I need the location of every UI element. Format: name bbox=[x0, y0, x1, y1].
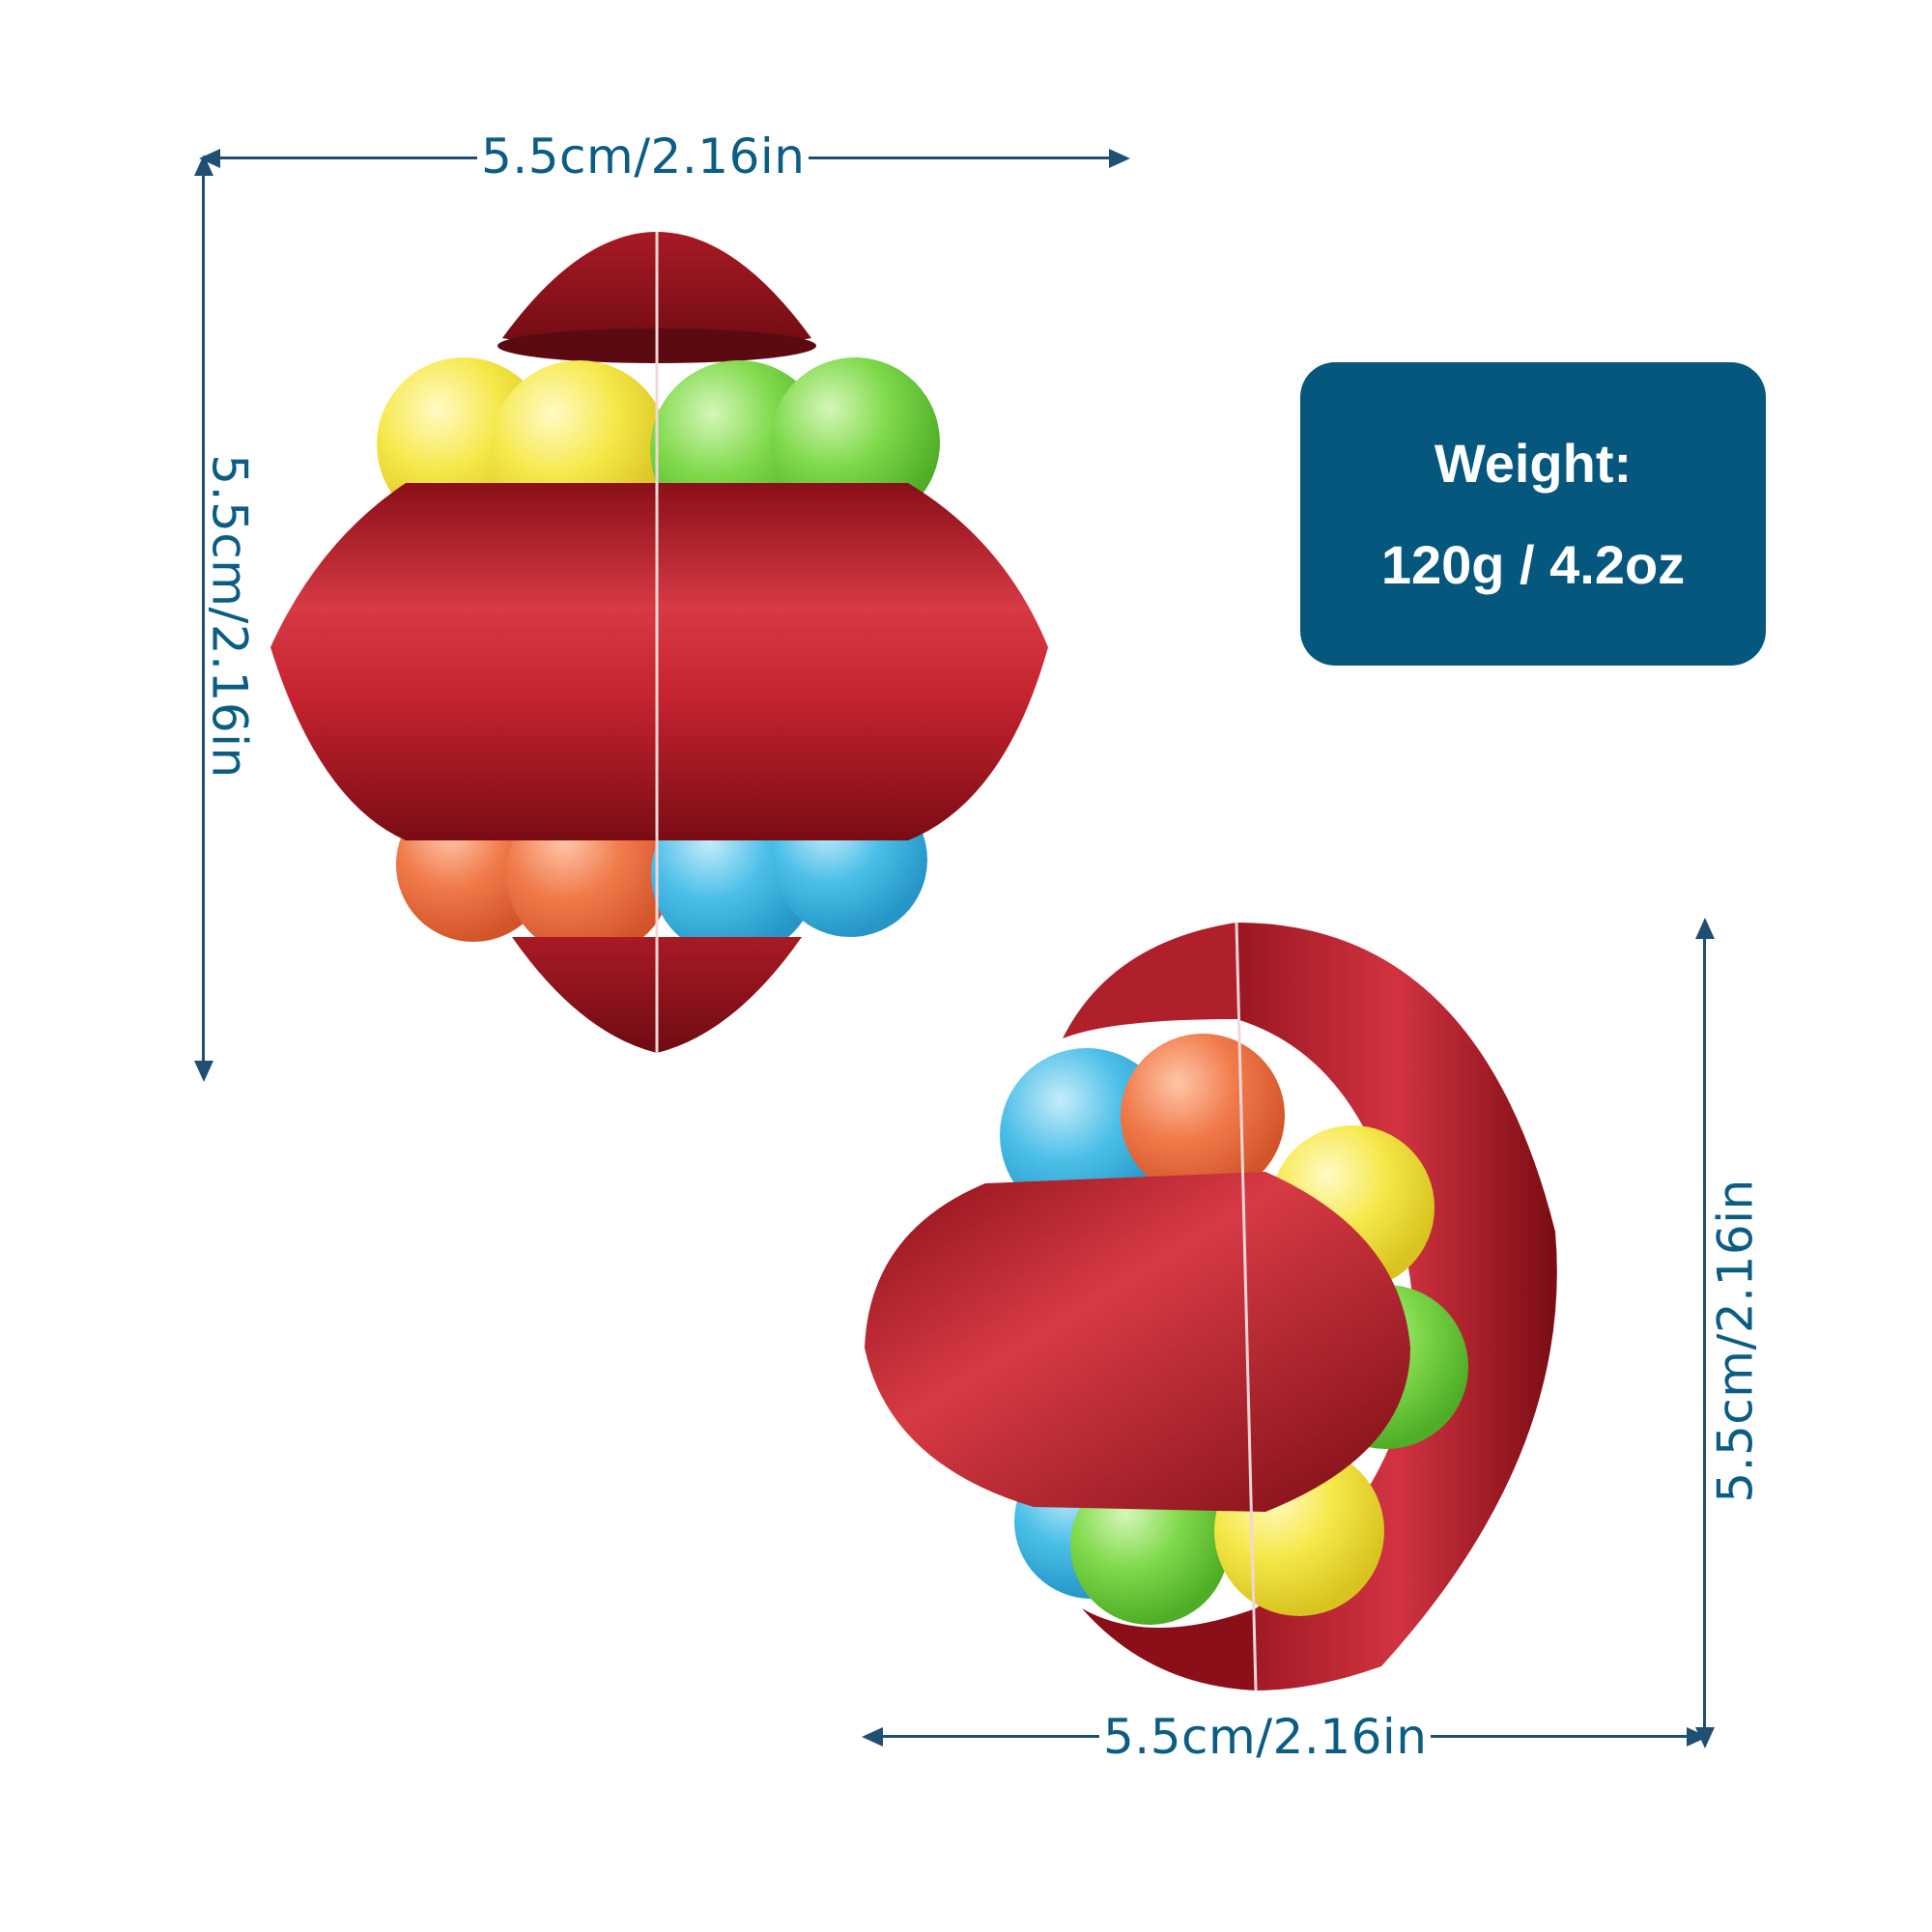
top-width-arrow-right bbox=[1109, 149, 1130, 168]
top-width-label: 5.5cm/2.16in bbox=[477, 132, 810, 181]
left-height-label: 5.5cm/2.16in bbox=[202, 450, 258, 782]
weight-badge: Weight: 120g / 4.2oz bbox=[1300, 362, 1766, 666]
bottom-width-arrow-right bbox=[1687, 1727, 1708, 1747]
left-height-arrow-bottom bbox=[194, 1061, 213, 1082]
toy-front-view bbox=[270, 232, 1048, 1053]
left-height-line bbox=[202, 162, 205, 1068]
right-height-arrow-top bbox=[1695, 918, 1715, 939]
bottom-width-label: 5.5cm/2.16in bbox=[1099, 1713, 1432, 1761]
top-width-arrow-left bbox=[199, 149, 220, 168]
right-height-label: 5.5cm/2.16in bbox=[1708, 1175, 1764, 1507]
toy-side-view bbox=[865, 922, 1557, 1691]
weight-label: Weight: bbox=[1434, 433, 1633, 494]
bottom-width-arrow-left bbox=[862, 1727, 883, 1747]
left-height-arrow-top bbox=[194, 155, 213, 176]
right-height-line bbox=[1703, 925, 1706, 1737]
weight-value: 120g / 4.2oz bbox=[1380, 534, 1686, 595]
